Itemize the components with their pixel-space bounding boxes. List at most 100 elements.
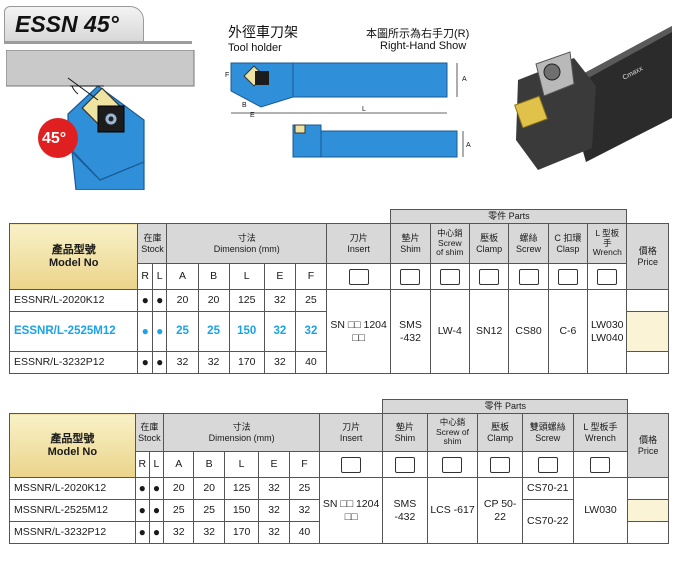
insert-value: SN □□ 1204 □□	[319, 477, 384, 544]
dim-b-cell: 32	[193, 521, 225, 544]
screw-shim-header-en2: shim	[443, 436, 462, 447]
dim-header-2: 寸法 Dimension (mm)	[163, 413, 321, 452]
stock-l-dot: ●	[148, 521, 165, 544]
dim-e-cell: 32	[258, 521, 290, 544]
stock-r-dot: ●	[134, 499, 150, 522]
model-cell: ESSNR/L-3232P12	[8, 351, 139, 374]
stock-header-en: Stock	[138, 432, 161, 443]
stock-l-dot: ●	[151, 351, 168, 374]
title-tab: ESSN 45°	[4, 6, 144, 42]
shim-header-en: Shim	[400, 243, 421, 254]
dim-l-label: L	[362, 106, 366, 113]
dim-a-cell: 32	[166, 351, 199, 374]
shim-icon-cell	[390, 263, 431, 290]
col-len-1: L	[228, 263, 265, 290]
stock-r-dot: ●	[137, 289, 153, 312]
col-l-2: L	[148, 451, 165, 478]
shim-value: SMS -432	[390, 289, 431, 374]
dim-e-cell: 32	[258, 499, 290, 522]
shim-icon	[394, 456, 415, 473]
top-view-shank	[292, 62, 448, 98]
clasp-icon	[557, 268, 578, 285]
model-cell: MSSNR/L-2020K12	[9, 477, 136, 500]
screw-shim-icon	[439, 268, 460, 285]
insert-header-1: 刀片 Insert	[325, 223, 392, 264]
wrench-header-zh: L 型板手	[583, 422, 618, 433]
stock-r-dot: ●	[134, 477, 150, 500]
col-e-1: E	[263, 263, 296, 290]
shim-header-en: Shim	[394, 432, 416, 443]
screw-shim-value: LW-4	[429, 289, 471, 374]
price-cell	[627, 499, 669, 522]
wrench-value-2: LW040	[591, 331, 624, 344]
wrench-header-zh2: 手	[603, 237, 612, 248]
price-header-2: 價格 Price	[627, 413, 669, 478]
dim-b-cell: 25	[193, 499, 225, 522]
dim-a-cell: 20	[166, 289, 199, 312]
stock-header-2: 在庫 Stock	[134, 413, 165, 452]
clamp-header-en: Clamp	[487, 432, 514, 443]
screw-icon	[518, 268, 539, 285]
dim-f-cell: 32	[288, 499, 321, 522]
shim-header-zh: 墊片	[401, 233, 420, 244]
wrench-header-zh1: L 型板	[595, 227, 620, 238]
holder-title-en: Tool holder	[228, 42, 282, 54]
double-screw-icon	[537, 456, 558, 473]
col-f-2: F	[288, 451, 321, 478]
shim-icon-cell	[382, 451, 428, 478]
screw-header-2: 雙頭螺絲 Screw	[521, 413, 574, 452]
spec-table-2: 零件 Parts 產品型號 Model No 在庫 Stock 寸法 Dimen…	[9, 399, 669, 544]
dim-b-cell: 20	[197, 289, 230, 312]
hand-title-zh: 本圖所示為右手刀(R)	[366, 28, 470, 40]
clasp-value: C-6	[547, 289, 589, 374]
photo-screw	[543, 63, 561, 81]
clamp-screw-inner	[108, 116, 114, 122]
wrench-icon-cell	[587, 263, 628, 290]
screw-header-zh: 雙頭螺絲	[529, 422, 566, 433]
dim-f-cell: 40	[294, 351, 327, 374]
model-header-en: Model No	[48, 256, 99, 269]
stock-r-dot: ●	[137, 351, 153, 374]
clasp-header-1: C 扣環 Clasp	[547, 223, 589, 264]
price-cell	[627, 477, 669, 500]
model-header-en: Model No	[47, 445, 98, 458]
clamp-header-1: 壓板 Clamp	[468, 223, 510, 264]
clamp-header-zh: 壓板	[491, 422, 510, 433]
insert-header-zh: 刀片	[349, 233, 368, 244]
dim-len-cell: 170	[228, 351, 265, 374]
dim-e-cell: 32	[263, 311, 296, 352]
dim-f-cell: 25	[294, 289, 327, 312]
screw-shim-icon-cell	[426, 451, 479, 478]
col-l-1: L	[151, 263, 168, 290]
table-row: MSSNR/L-2020K12 ● ● 20 20 125 32 25 SN □…	[9, 477, 669, 544]
dim-header-en: Dimension (mm)	[213, 243, 280, 254]
wrench-icon	[597, 268, 618, 285]
angle-badge: 45°	[42, 130, 67, 147]
technical-drawing	[230, 62, 464, 158]
wrench-value: LW030 LW040	[587, 289, 628, 374]
spec-table-1: 零件 Parts 產品型號 Model No 在庫 Stock 寸法 Dimen…	[8, 209, 669, 374]
dim-a-cell: 20	[163, 477, 195, 500]
table-row: ESSNR/L-3232P12 ● ● 32 32 170 32 40	[8, 351, 669, 374]
wrench-header-en: Wrench	[585, 432, 616, 443]
insert-header-en: Insert	[339, 432, 363, 443]
insert-icon	[348, 268, 369, 285]
price-cell	[626, 289, 669, 312]
insert-header-2: 刀片 Insert	[319, 413, 384, 452]
model-header-1: 產品型號 Model No	[8, 223, 139, 290]
wrench-icon	[590, 456, 611, 473]
dim-f-cell: 40	[288, 521, 321, 544]
stock-r-dot: ●	[137, 311, 153, 352]
photo-head	[516, 58, 596, 170]
insert-icon-cell	[325, 263, 392, 290]
table-row: MSSNR/L-3232P12 ● ● 32 32 170 32 40	[9, 521, 669, 544]
stock-header-zh: 在庫	[143, 233, 162, 244]
clasp-icon-cell	[547, 263, 589, 290]
price-header-en: Price	[637, 256, 658, 267]
dim-header-en: Dimension (mm)	[208, 432, 275, 443]
angle-arc	[71, 85, 79, 95]
dim-a2-label: A	[466, 142, 471, 149]
dim-a-label: A	[462, 76, 467, 83]
dim-header-1: 寸法 Dimension (mm)	[166, 223, 327, 264]
insert-icon-cell	[319, 451, 384, 478]
